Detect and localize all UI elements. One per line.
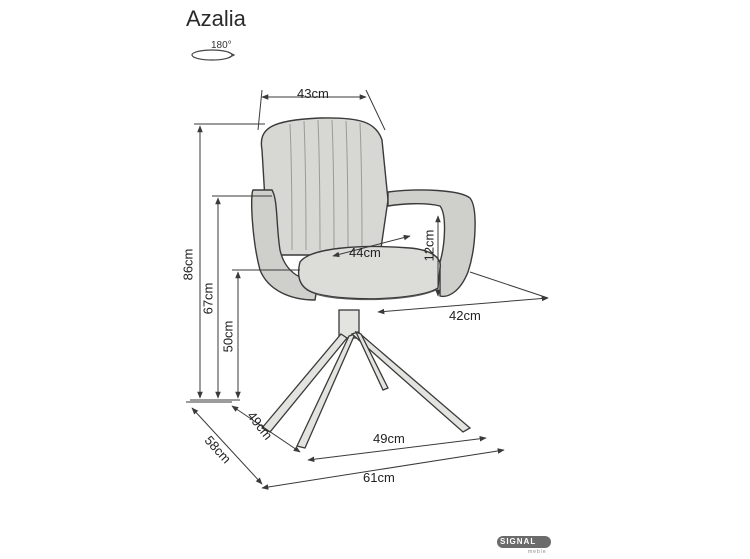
chair-body [250,117,476,301]
product-title: Azalia [186,6,246,31]
dim-total-height-label: 86cm [180,248,196,281]
dim-top-width-label: 43cm [297,86,329,101]
rotation-icon [191,49,236,61]
leg-right [350,331,472,433]
dimension-lines [186,89,549,490]
dim-leg-width-label: 49cm [373,431,405,446]
dim-total-width-label: 61cm [363,470,395,485]
dim-arm-depth-line [377,295,549,315]
leg-back [354,330,389,391]
dim-leg-depth-line [231,405,301,453]
left-armrest [250,189,319,301]
dim-armrest-height-label: 12cm [421,229,437,262]
dim-arm-depth-label: 42cm [449,308,481,323]
brand-subtitle: meble [528,549,547,555]
dim-seat-depth-line [332,234,411,258]
rotation-label: 180° [211,40,232,51]
right-armrest [387,189,476,298]
chair-legs [260,309,472,449]
leg-front-left [260,333,348,433]
dim-total-width-line [261,448,505,490]
dim-total-depth-line [191,407,263,485]
brand-name: SIGNAL [500,537,537,546]
dim-seat-depth-label: 44cm [349,245,381,260]
backrest [260,117,389,256]
dim-arm-height-label: 67cm [200,282,216,315]
dim-seat-height-label: 50cm [220,320,236,353]
signal-logo [497,536,551,548]
